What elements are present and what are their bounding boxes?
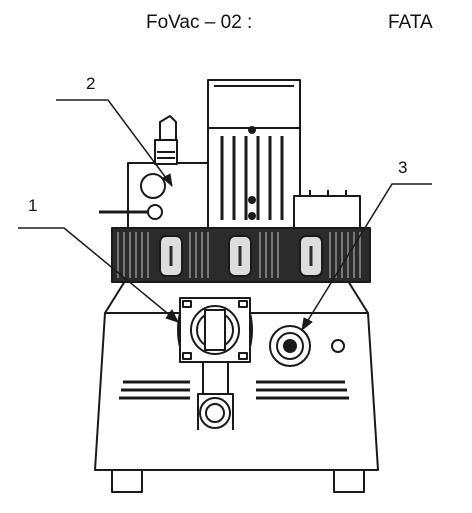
arrowhead-2 (162, 173, 173, 187)
terminal-box (293, 190, 361, 229)
manufacturer-title: FATA (388, 12, 433, 33)
arrowhead-1 (165, 309, 179, 323)
control-box (99, 115, 209, 229)
vent-right (256, 380, 349, 400)
leader-line-3 (301, 183, 432, 331)
leader-line-2 (56, 99, 173, 187)
motor (207, 79, 301, 229)
callout-2: 2 (86, 74, 96, 93)
ribbed-band (111, 227, 371, 283)
callout-1: 1 (28, 196, 38, 215)
suction-port (177, 297, 253, 430)
arrowhead-3 (301, 317, 313, 331)
callout-3: 3 (398, 158, 408, 177)
vent-left (119, 380, 190, 400)
model-title: FoVac – 02 : (146, 12, 253, 33)
leader-line-1 (18, 227, 179, 323)
pressure-gauge (269, 325, 345, 367)
